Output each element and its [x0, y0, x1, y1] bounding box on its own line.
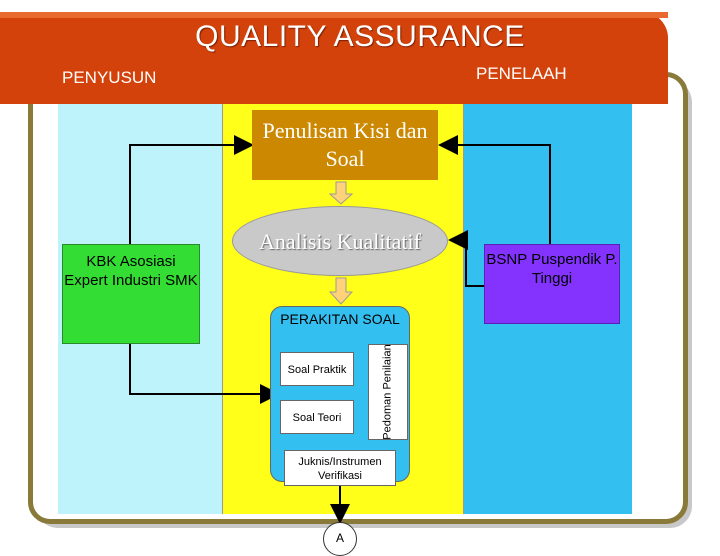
soal-teori-doc: Soal Teori: [280, 400, 354, 434]
penelaah-label: PENELAAH: [476, 64, 567, 83]
title-banner: [0, 12, 668, 104]
connector-lines: [129, 135, 551, 524]
penulisan-kisi-box: Penulisan Kisi dan Soal: [252, 110, 438, 180]
connector-a: A: [323, 522, 357, 556]
juknis-doc: Juknis/Instrumen Verifikasi: [284, 450, 396, 486]
line-kbk-to-perakitan: [129, 344, 280, 404]
penyusun-label: PENYUSUN: [62, 68, 157, 87]
perakitan-title: PERAKITAN SOAL: [280, 311, 400, 327]
bsnp-box: BSNP Puspendik P. Tinggi: [484, 244, 620, 324]
analisis-kualitatif-oval: Analisis Kualitatif: [232, 206, 448, 276]
banner-stripe: [0, 12, 668, 18]
line-kbk-to-kisi: [129, 135, 254, 244]
pedoman-penilaian-label: Pedoman Penilaian: [381, 344, 394, 440]
pedoman-penilaian-doc: Pedoman Penilaian: [368, 344, 408, 440]
soal-praktik-doc: Soal Praktik: [280, 352, 354, 386]
line-bsnp-to-analisis: [448, 230, 484, 287]
page-title: QUALITY ASSURANCE: [195, 20, 525, 53]
line-bsnp-to-kisi: [438, 135, 551, 244]
arrow-analisis-to-perakitan: [328, 277, 354, 305]
kbk-box: KBK Asosiasi Expert Industri SMK: [62, 244, 200, 344]
arrow-kisi-to-analisis: [328, 181, 354, 205]
